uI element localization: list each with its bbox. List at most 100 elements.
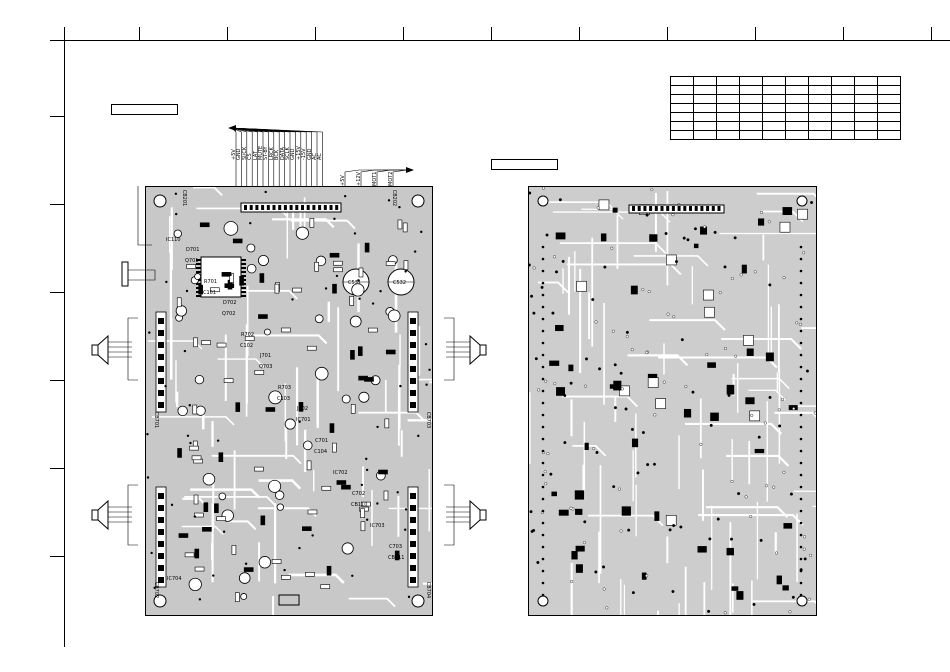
capacitor [194, 273, 202, 280]
speaker-magnet [479, 344, 487, 356]
via [584, 357, 588, 361]
resistor [239, 275, 244, 286]
via [543, 470, 547, 474]
capacitor-label: C531 [348, 280, 362, 286]
sub-pcb-artwork [529, 187, 816, 615]
header-pin [632, 206, 635, 211]
via [399, 384, 402, 388]
connector-pin [158, 378, 164, 384]
column-tick [315, 27, 316, 41]
capacitor [218, 492, 227, 501]
via [365, 518, 369, 521]
resistor [298, 402, 304, 412]
speaker-bracket [444, 317, 455, 381]
mounting-hole [153, 194, 167, 208]
resistor [368, 327, 378, 333]
resistor [260, 515, 266, 526]
via [595, 450, 599, 454]
capacitor [246, 243, 256, 253]
via [598, 367, 602, 371]
via [716, 517, 720, 521]
header-pin [295, 205, 299, 210]
harness-wire [231, 127, 323, 186]
header-pin [637, 206, 641, 211]
header-pin [244, 205, 247, 210]
part-label: C103 [277, 396, 291, 402]
via [582, 541, 586, 545]
resistor [218, 452, 224, 462]
connector-pin [410, 541, 416, 547]
resistor [232, 238, 243, 244]
part-label: R701 [204, 279, 218, 285]
smd-component [600, 233, 607, 242]
connector-pin [158, 330, 164, 336]
harness-wire-label: MOT2 [388, 171, 394, 187]
edge-pin [541, 329, 545, 333]
smd-component [630, 285, 638, 295]
via [529, 263, 531, 267]
copper-trace [246, 334, 328, 345]
edge-pin [799, 425, 803, 429]
via [164, 385, 167, 388]
capacitor [314, 314, 324, 324]
copper-trace [572, 444, 607, 457]
header-pin [694, 206, 698, 211]
header-pin [318, 205, 322, 210]
header-pin [649, 206, 653, 211]
smd-component [551, 491, 557, 497]
large-pad [666, 254, 677, 266]
via [774, 551, 778, 555]
via [186, 434, 190, 437]
edge-pin [541, 485, 545, 489]
copper-trace [685, 422, 783, 435]
edge-pin [799, 317, 803, 321]
smd-component [710, 412, 719, 421]
resistor [292, 287, 302, 293]
via [551, 311, 555, 315]
capacitor [223, 221, 239, 236]
via [652, 462, 656, 466]
via [630, 348, 634, 352]
via [553, 255, 557, 259]
smd-component [649, 234, 658, 242]
resistor [191, 455, 202, 461]
via [708, 537, 712, 541]
column-tick [843, 27, 844, 41]
via [532, 266, 536, 270]
capacitor [257, 254, 269, 266]
smd-component [584, 442, 589, 450]
connector-pin [158, 553, 164, 559]
edge-pin [799, 389, 803, 393]
copper-trace [348, 597, 396, 608]
ic-lead [241, 271, 246, 273]
via [365, 468, 369, 472]
frame-left-border [64, 27, 65, 647]
edge-pin [541, 353, 545, 357]
large-pad [703, 289, 714, 301]
via [810, 200, 814, 204]
edge-pin [541, 473, 545, 477]
edge-pin [799, 449, 803, 453]
speaker-magnet [91, 509, 99, 521]
resistor [271, 559, 282, 564]
mounting-hole [153, 594, 167, 608]
via [680, 338, 684, 342]
via [664, 232, 668, 236]
copper-trace [812, 505, 816, 508]
resistor [193, 337, 198, 348]
part-label: R703 [278, 385, 292, 391]
via [620, 387, 624, 391]
header-pin [643, 206, 647, 211]
row-tick [50, 116, 64, 117]
resistor [349, 296, 354, 306]
smd-component [613, 380, 622, 391]
part-label: C102 [240, 343, 254, 349]
edge-pin [799, 461, 803, 465]
row-tick [50, 556, 64, 557]
edge-pin [541, 437, 545, 441]
via [795, 321, 799, 325]
via [718, 291, 722, 295]
part-label: C701 [315, 438, 329, 444]
resistor [350, 404, 356, 414]
